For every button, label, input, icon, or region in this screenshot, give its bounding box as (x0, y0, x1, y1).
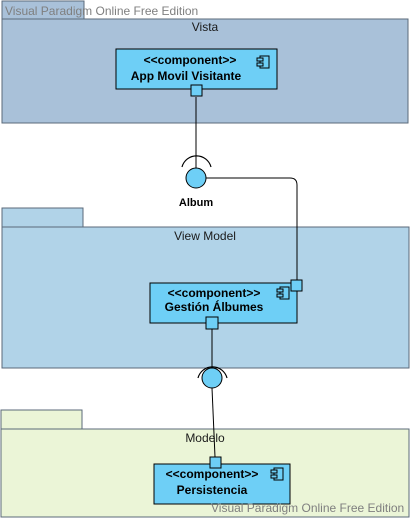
component-app-icon (256, 55, 270, 69)
component-gestion-port-right[interactable] (290, 279, 303, 292)
interface-persistencia[interactable] (197, 366, 228, 389)
component-persistencia-stereotype: <<component>> (166, 467, 259, 481)
package-view-model-tab (1, 207, 84, 228)
package-view-model-name: View Model (174, 229, 236, 243)
component-gestion-albumes[interactable]: <<component>> Gestión Álbumes (149, 279, 303, 330)
connector-album-to-gestion (197, 177, 298, 281)
component-persistencia-box (153, 463, 291, 505)
persistencia-lollipop-icon (201, 367, 223, 389)
component-persistencia-port[interactable] (209, 456, 222, 469)
component-app-box (115, 48, 278, 90)
component-gestion-stereotype: <<component>> (168, 286, 261, 300)
watermark-top: Visual Paradigm Online Free Edition (5, 4, 199, 18)
component-gestion-port-bottom[interactable] (205, 316, 219, 330)
component-persistencia-name: Persistencia (177, 483, 248, 497)
package-vista-name: Vista (192, 20, 219, 34)
connector-socket-to-persistencia (211, 387, 216, 458)
component-gestion-box (149, 282, 298, 324)
interface-album[interactable]: Album (179, 155, 213, 209)
persistencia-socket-icon (197, 366, 228, 379)
component-app-name: App Movil Visitante (131, 69, 242, 83)
component-gestion-name: Gestión Álbumes (165, 299, 264, 314)
package-modelo-name: Modelo (185, 431, 225, 445)
package-modelo-tab (0, 409, 83, 430)
interface-album-label: Album (179, 197, 213, 209)
album-socket-icon (181, 155, 212, 168)
component-persistencia[interactable]: <<component>> Persistencia (153, 456, 291, 505)
component-app-stereotype: <<component>> (144, 53, 237, 67)
component-app-movil-visitante[interactable]: <<component>> App Movil Visitante (115, 48, 278, 97)
component-app-port[interactable] (190, 84, 203, 97)
component-persistencia-icon (270, 467, 284, 481)
album-lollipop-icon (185, 167, 207, 189)
component-gestion-icon (276, 286, 290, 300)
connectors (195, 97, 298, 458)
watermark-bottom: Visual Paradigm Online Free Edition (211, 501, 405, 515)
